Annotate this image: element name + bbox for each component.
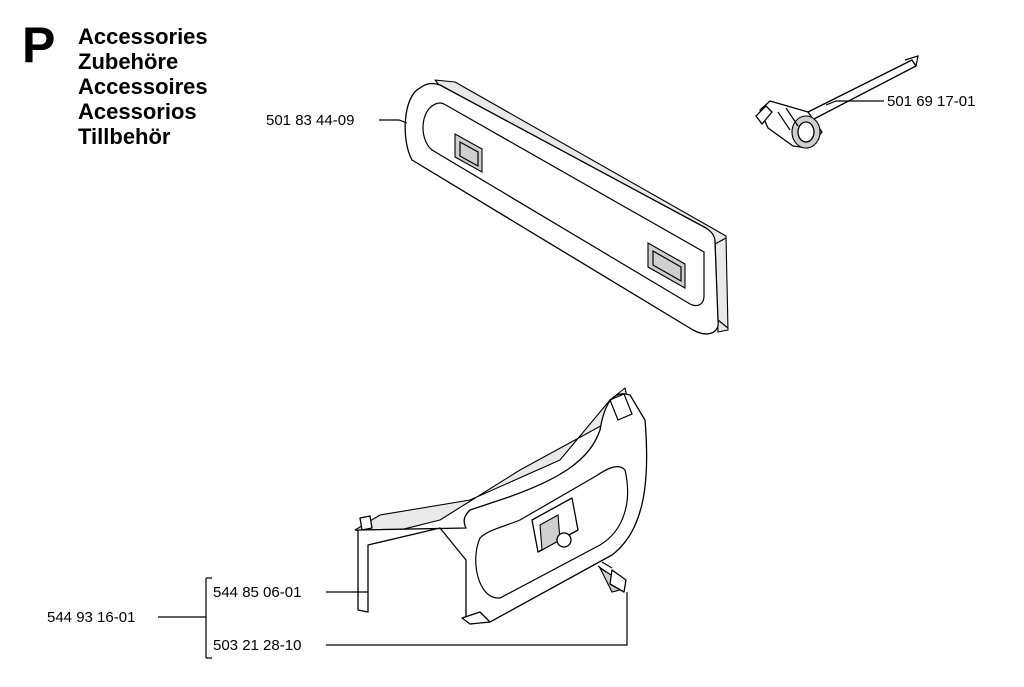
combination-wrench-drawing xyxy=(755,55,919,149)
title-portuguese: Acessorios xyxy=(78,99,197,124)
title-swedish: Tillbehör xyxy=(78,124,171,149)
section-letter: P xyxy=(22,17,56,73)
title-block: Accessories Zubehöre Accessoires Acessor… xyxy=(78,24,208,149)
leader-lines xyxy=(158,100,884,659)
title-french: Accessoires xyxy=(78,74,208,99)
title-german: Zubehöre xyxy=(78,49,179,74)
guard-drawing xyxy=(354,387,648,625)
title-english: Accessories xyxy=(78,24,208,49)
bar-cover-drawing xyxy=(404,79,729,335)
part-number-combination-wrench: 501 69 17-01 xyxy=(887,93,976,110)
part-number-bar-cover: 501 83 44-09 xyxy=(266,112,355,129)
part-number-guard: 544 85 06-01 xyxy=(213,584,302,601)
part-number-screw: 503 21 28-10 xyxy=(213,637,302,654)
part-number-guard-kit: 544 93 16-01 xyxy=(47,609,136,626)
